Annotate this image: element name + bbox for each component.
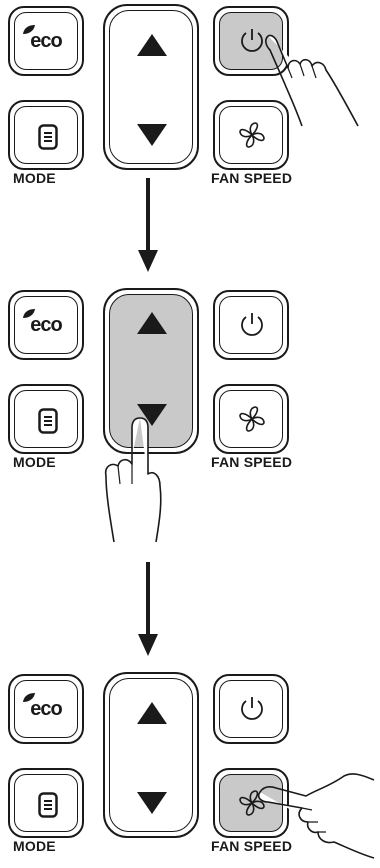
flow-arrow-icon (136, 178, 160, 274)
fan-icon (235, 402, 269, 436)
flow-arrow-icon (136, 562, 160, 658)
mode-button[interactable] (8, 384, 84, 454)
power-icon (237, 310, 267, 340)
mode-label: MODE (13, 170, 56, 186)
eco-button[interactable]: eco (8, 6, 84, 76)
temp-rocker[interactable] (103, 672, 199, 838)
fan-speed-label: FAN SPEED (211, 170, 292, 186)
mode-label: MODE (13, 838, 56, 854)
power-icon (237, 694, 267, 724)
down-arrow-icon[interactable] (137, 124, 167, 146)
fan-button[interactable] (213, 384, 289, 454)
step-3-panel: eco MODE FAN (0, 668, 380, 868)
up-arrow-icon[interactable] (137, 702, 167, 724)
power-button[interactable] (213, 290, 289, 360)
pointing-hand-icon (100, 414, 170, 544)
power-button[interactable] (213, 674, 289, 744)
mode-label: MODE (13, 454, 56, 470)
eco-button[interactable]: eco (8, 674, 84, 744)
mode-button[interactable] (8, 768, 84, 838)
pointing-hand-icon (256, 770, 376, 860)
mode-icon (38, 408, 58, 434)
up-arrow-icon[interactable] (137, 34, 167, 56)
mode-icon (38, 124, 58, 150)
step-2-panel: eco MODE FAN (0, 284, 380, 484)
eco-button[interactable]: eco (8, 290, 84, 360)
eco-label: eco (30, 30, 61, 53)
step-1-panel: eco MODE FAN (0, 0, 380, 200)
eco-label: eco (30, 698, 61, 721)
down-arrow-icon[interactable] (137, 792, 167, 814)
mode-icon (38, 792, 58, 818)
pointing-hand-icon (262, 30, 362, 130)
eco-label: eco (30, 314, 61, 337)
temp-rocker[interactable] (103, 4, 199, 170)
up-arrow-icon[interactable] (137, 312, 167, 334)
fan-speed-label: FAN SPEED (211, 454, 292, 470)
mode-button[interactable] (8, 100, 84, 170)
